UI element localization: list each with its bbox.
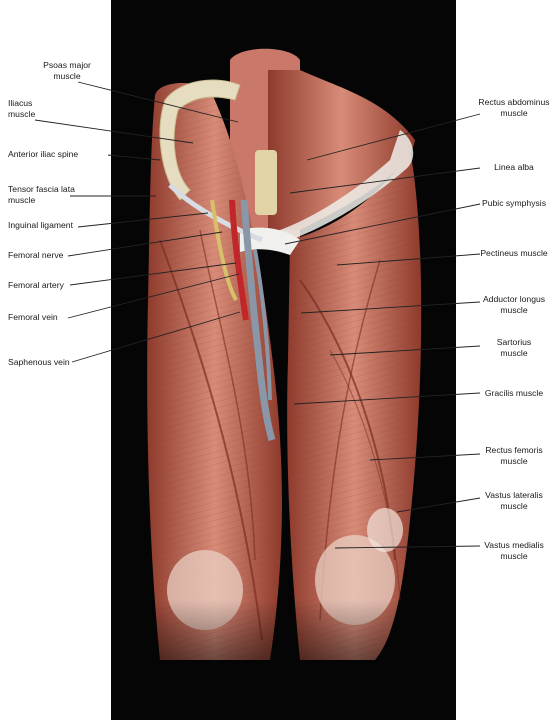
label-inguinal-ligament: Inguinal ligament bbox=[8, 220, 73, 230]
label-iliacus-muscle: Iliacus muscle bbox=[8, 98, 36, 119]
leader-line-psoas-major-muscle bbox=[77, 81, 239, 123]
leader-line-pubic-symphysis bbox=[284, 203, 481, 245]
leader-line-adductor-longus-muscle bbox=[300, 301, 481, 314]
leader-line-femoral-nerve bbox=[67, 231, 223, 257]
leader-line-rectus-abdominus-muscle bbox=[306, 113, 481, 161]
leader-line-vastus-lateralis-muscle bbox=[396, 497, 481, 513]
leader-line-anterior-iliac-spine bbox=[107, 154, 161, 161]
label-linea-alba: Linea alba bbox=[494, 162, 534, 172]
label-saphenous-vein: Saphenous vein bbox=[8, 357, 70, 367]
label-adductor-longus-muscle: Adductor longus muscle bbox=[482, 294, 546, 315]
leader-line-linea-alba bbox=[289, 167, 481, 194]
pelvis bbox=[159, 79, 414, 255]
leader-line-saphenous-vein bbox=[71, 311, 241, 363]
label-psoas-major-muscle: Psoas major muscle bbox=[43, 60, 91, 81]
label-vastus-medialis-muscle: Vastus medialis muscle bbox=[484, 540, 544, 561]
label-rectus-abdominus-muscle: Rectus abdominus muscle bbox=[478, 97, 550, 118]
leader-lines bbox=[34, 81, 481, 549]
leader-line-iliacus-muscle bbox=[34, 119, 194, 144]
leader-line-pectineus-muscle bbox=[336, 253, 481, 266]
leader-line-rectus-femoris-muscle bbox=[369, 453, 481, 461]
label-femoral-vein: Femoral vein bbox=[8, 312, 58, 322]
leader-line-femoral-artery bbox=[69, 262, 237, 286]
label-tensor-fascia-lata-muscle: Tensor fascia lata muscle bbox=[8, 184, 75, 205]
leader-line-sartorius-muscle bbox=[329, 345, 481, 356]
leader-line-gracilis-muscle bbox=[293, 392, 481, 405]
label-sartorius-muscle: Sartorius muscle bbox=[496, 337, 532, 358]
leader-line-inguinal-ligament bbox=[77, 212, 209, 228]
label-gracilis-muscle: Gracilis muscle bbox=[484, 388, 544, 398]
label-femoral-artery: Femoral artery bbox=[8, 280, 64, 290]
label-vastus-lateralis-muscle: Vastus lateralis muscle bbox=[485, 490, 543, 511]
vessels bbox=[210, 199, 276, 442]
label-rectus-femoris-muscle: Rectus femoris muscle bbox=[485, 445, 543, 466]
label-femoral-nerve: Femoral nerve bbox=[8, 250, 64, 260]
label-pectineus-muscle: Pectineus muscle bbox=[480, 248, 548, 258]
label-pubic-symphysis: Pubic symphysis bbox=[482, 198, 546, 208]
leader-line-femoral-vein bbox=[67, 273, 240, 319]
label-anterior-iliac-spine: Anterior iliac spine bbox=[8, 149, 79, 159]
leader-line-vastus-medialis-muscle bbox=[334, 545, 481, 549]
